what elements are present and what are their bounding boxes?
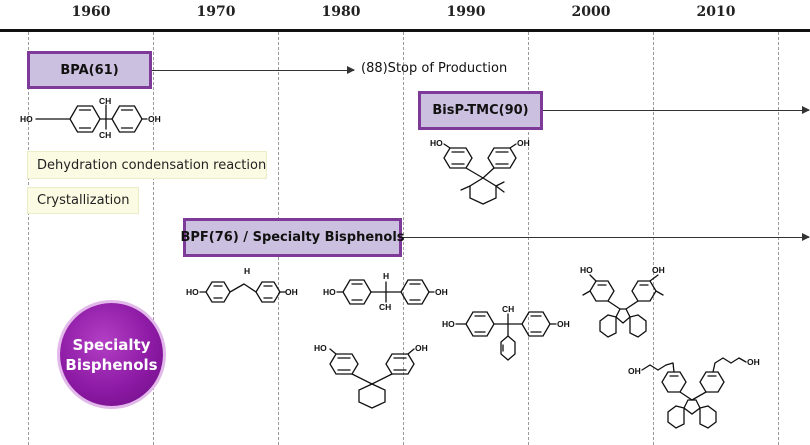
svg-text:HO: HO xyxy=(186,287,199,297)
bpf-event-box: BPF(76) / Specialty Bisphenols xyxy=(180,218,405,257)
bpa-timeline-arrow xyxy=(152,66,355,74)
svg-text:OH: OH xyxy=(628,366,641,376)
decade-label-1970: 1970 xyxy=(196,4,236,20)
gridline xyxy=(528,32,529,445)
bpap-structure: HO CH OH xyxy=(442,304,570,361)
svg-text:OH: OH xyxy=(435,287,448,297)
decade-label-1960: 1960 xyxy=(71,4,111,20)
bpa-event-box: BPA(61) xyxy=(27,51,152,89)
svg-text:CH: CH xyxy=(99,130,111,140)
svg-text:HO: HO xyxy=(430,138,443,148)
decade-label-1990: 1990 xyxy=(446,4,486,20)
decade-label-2000: 2000 xyxy=(571,4,611,20)
svg-text:H: H xyxy=(244,266,250,276)
svg-text:OH: OH xyxy=(517,138,530,148)
bpa-structure: HO CH CH OH xyxy=(20,96,161,140)
svg-text:HO: HO xyxy=(314,343,327,353)
note-crystallization: Crystallization xyxy=(27,187,139,214)
bisp-tmc-structure: HO OH xyxy=(430,138,530,205)
gridline xyxy=(778,32,779,445)
badge-line-2: Bisphenols xyxy=(65,355,158,374)
fluorene-bisphenol-structure: HO OH xyxy=(580,265,665,338)
gridline xyxy=(403,32,404,445)
svg-text:HO: HO xyxy=(323,287,336,297)
svg-text:HO: HO xyxy=(442,319,455,329)
svg-text:HO: HO xyxy=(580,265,593,275)
svg-text:OH: OH xyxy=(285,287,298,297)
bpe-structure: HO H CH OH xyxy=(323,271,448,312)
bisp-tmc-event-box: BisP-TMC(90) xyxy=(418,91,543,130)
decade-label-2010: 2010 xyxy=(696,4,736,20)
svg-text:CH: CH xyxy=(99,96,111,106)
svg-text:OH: OH xyxy=(652,265,665,275)
svg-text:H: H xyxy=(383,271,389,281)
svg-text:OH: OH xyxy=(557,319,570,329)
bpf-timeline-arrow xyxy=(402,233,810,241)
bisp-tmc-timeline-arrow xyxy=(543,106,810,114)
gridline xyxy=(653,32,654,445)
svg-text:CH: CH xyxy=(379,302,391,312)
fluorene-bisphenoxyethanol-structure: OH OH xyxy=(628,357,760,429)
gridline xyxy=(28,32,29,445)
specialty-bisphenols-badge: Specialty Bisphenols xyxy=(60,303,163,406)
svg-text:CH: CH xyxy=(502,304,514,314)
svg-text:HO: HO xyxy=(20,114,33,124)
axis-line xyxy=(0,29,810,32)
bpa-stop-label: (88)Stop of Production xyxy=(361,61,508,76)
bisphenol-z-structure: HO OH xyxy=(314,343,428,409)
svg-text:OH: OH xyxy=(415,343,428,353)
decade-label-1980: 1980 xyxy=(321,4,361,20)
gridline xyxy=(153,32,154,445)
bpf-structure: H HO OH xyxy=(186,266,298,303)
svg-text:OH: OH xyxy=(148,114,161,124)
badge-line-1: Specialty xyxy=(72,335,151,354)
note-dehydration-condensation: Dehydration condensation reaction xyxy=(27,151,267,179)
svg-text:OH: OH xyxy=(747,357,760,367)
